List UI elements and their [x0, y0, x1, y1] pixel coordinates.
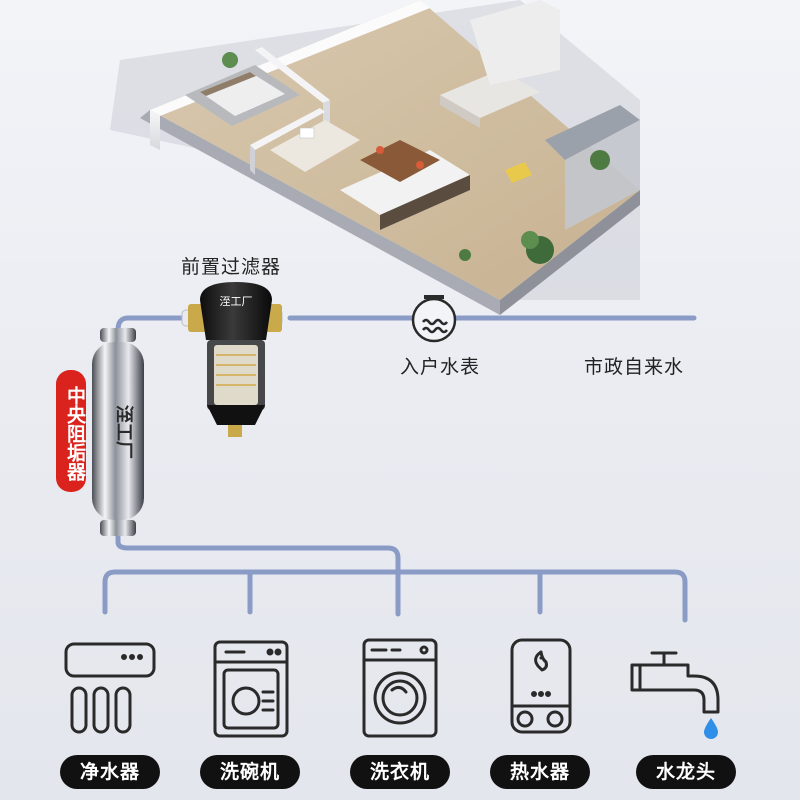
water-heater-icon	[510, 638, 572, 734]
appliance-label-faucet: 水龙头	[636, 755, 736, 789]
washing-machine-icon	[362, 638, 438, 738]
scale-inhibitor-tag: 中央阻垢器	[56, 370, 86, 492]
scale-inhibitor-device: 洷工厂	[92, 328, 144, 536]
water-drop-icon	[704, 718, 718, 739]
dishwasher-icon	[213, 640, 289, 738]
appliance-label-washer: 洗衣机	[350, 755, 450, 789]
brand-logo-large: 洷工厂	[113, 405, 135, 459]
appliance-label-heater: 热水器	[490, 755, 590, 789]
appliance-label-dishwasher: 洗碗机	[200, 755, 300, 789]
meter-label: 入户水表	[400, 356, 481, 378]
apartment-illustration	[110, 0, 640, 315]
prefilter-label: 前置过滤器	[181, 256, 282, 278]
distribution-manifold	[102, 569, 688, 623]
inhibitor-outlet-pipe	[115, 532, 401, 575]
pre-filter-device: 洷工厂	[181, 282, 283, 437]
water-purifier-icon	[64, 642, 156, 734]
water-meter-icon	[411, 295, 457, 343]
municipal-water-label: 市政自来水	[584, 356, 685, 378]
brand-logo-small: 洷工厂	[220, 295, 253, 308]
appliance-label-purifier: 净水器	[60, 755, 160, 789]
faucet-icon	[630, 651, 720, 714]
